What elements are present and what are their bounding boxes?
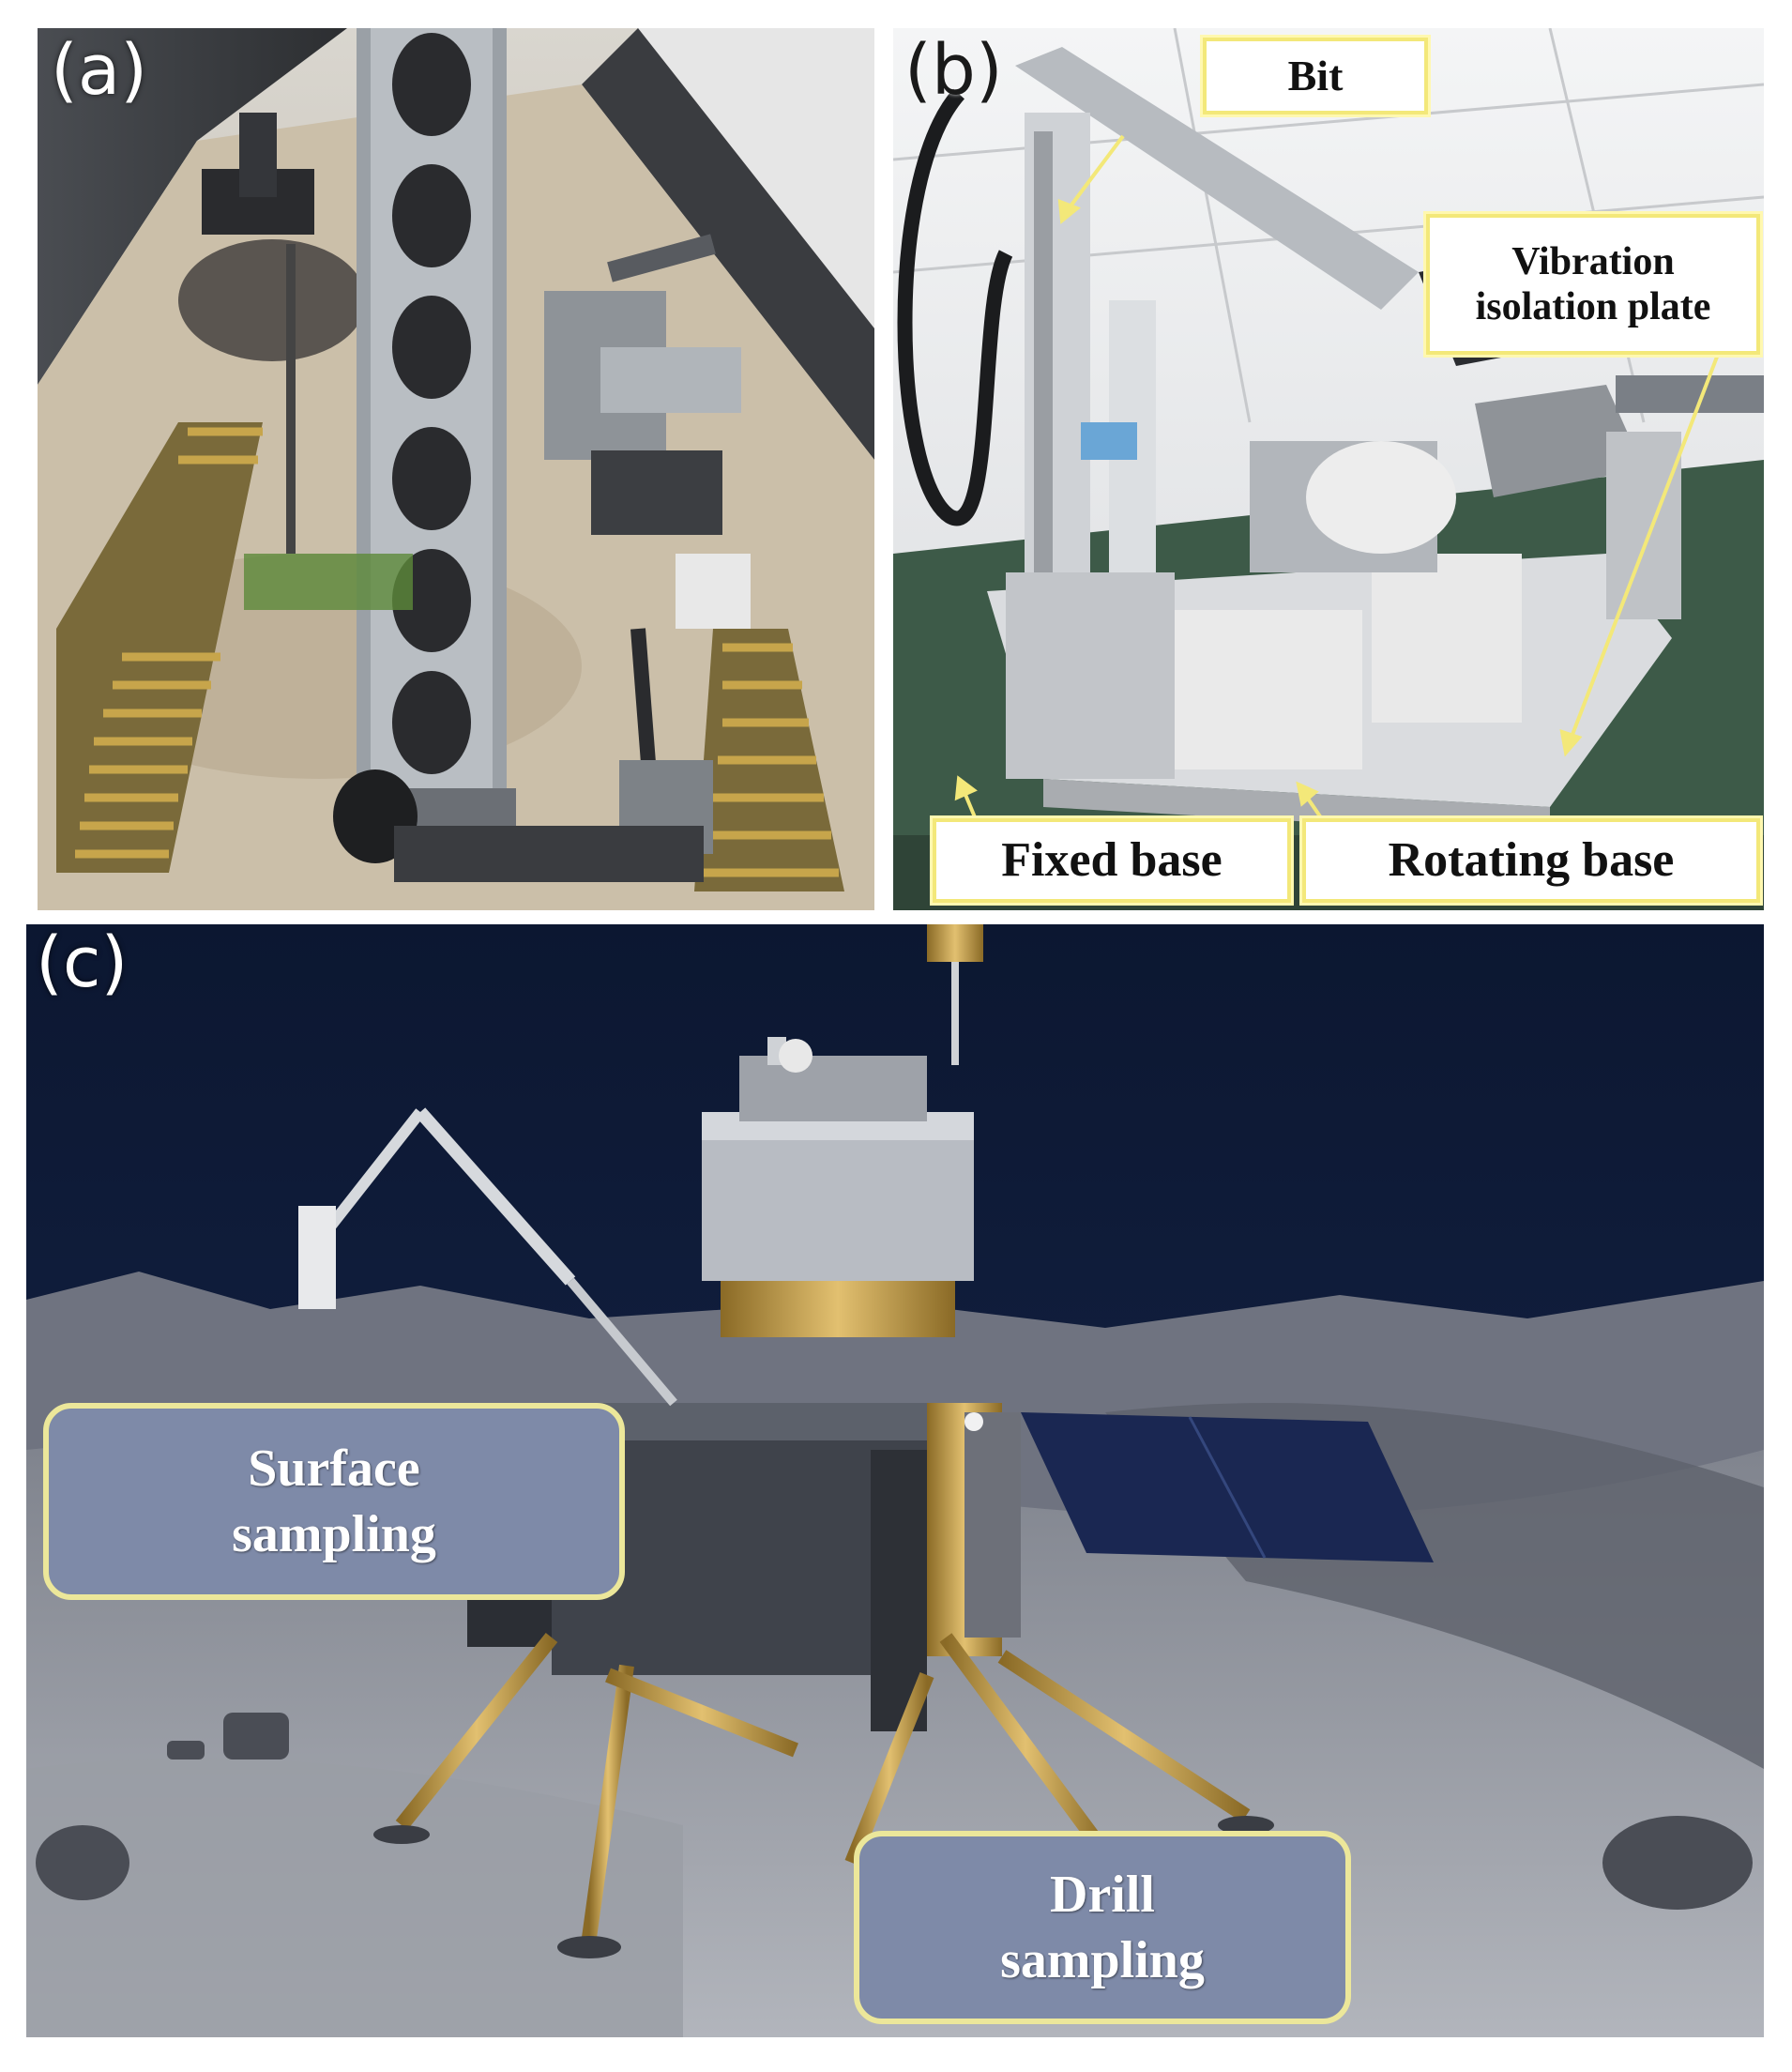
label-drill-sampling: Drill sampling xyxy=(854,1831,1351,2024)
panel-b-photo: (b) Bit Vibration isolation plate Fixed … xyxy=(893,28,1764,910)
label-rotating-base: Rotating base xyxy=(1302,818,1760,903)
panel-c-photo: (c) Surface sampling Drill sampling xyxy=(26,924,1764,2037)
label-surface-sampling: Surface sampling xyxy=(43,1403,625,1600)
label-bit-text: Bit xyxy=(1287,51,1344,99)
panel-b-letter: (b) xyxy=(904,30,1003,111)
label-surface-sampling-text: Surface sampling xyxy=(232,1440,436,1563)
label-rotating-base-text: Rotating base xyxy=(1388,833,1675,888)
panel-a-letter: (a) xyxy=(51,30,148,111)
drilling-rig-photo xyxy=(893,28,1764,910)
lunar-rocks xyxy=(36,1713,1753,1910)
label-fixed-base: Fixed base xyxy=(933,818,1291,903)
panel-a-photo: (a) xyxy=(38,28,874,910)
label-bit: Bit xyxy=(1203,38,1428,114)
left-crawler-track xyxy=(56,422,263,873)
sampling-arm xyxy=(298,1107,677,1407)
landing-legs xyxy=(395,1633,1251,1940)
panel-c-letter: (c) xyxy=(36,924,129,1003)
right-crawler-track xyxy=(694,629,844,891)
rover-drill-photo xyxy=(38,28,874,910)
label-vibration-isolation-plate: Vibration isolation plate xyxy=(1426,214,1760,355)
drill-mast xyxy=(347,28,516,845)
rig-base xyxy=(987,385,1681,835)
label-drill-sampling-text: Drill sampling xyxy=(1000,1866,1205,1989)
label-fixed-base-text: Fixed base xyxy=(1001,833,1223,888)
label-vibration-isolation-plate-text: Vibration isolation plate xyxy=(1475,239,1711,328)
annotation-arrows xyxy=(954,134,1721,839)
